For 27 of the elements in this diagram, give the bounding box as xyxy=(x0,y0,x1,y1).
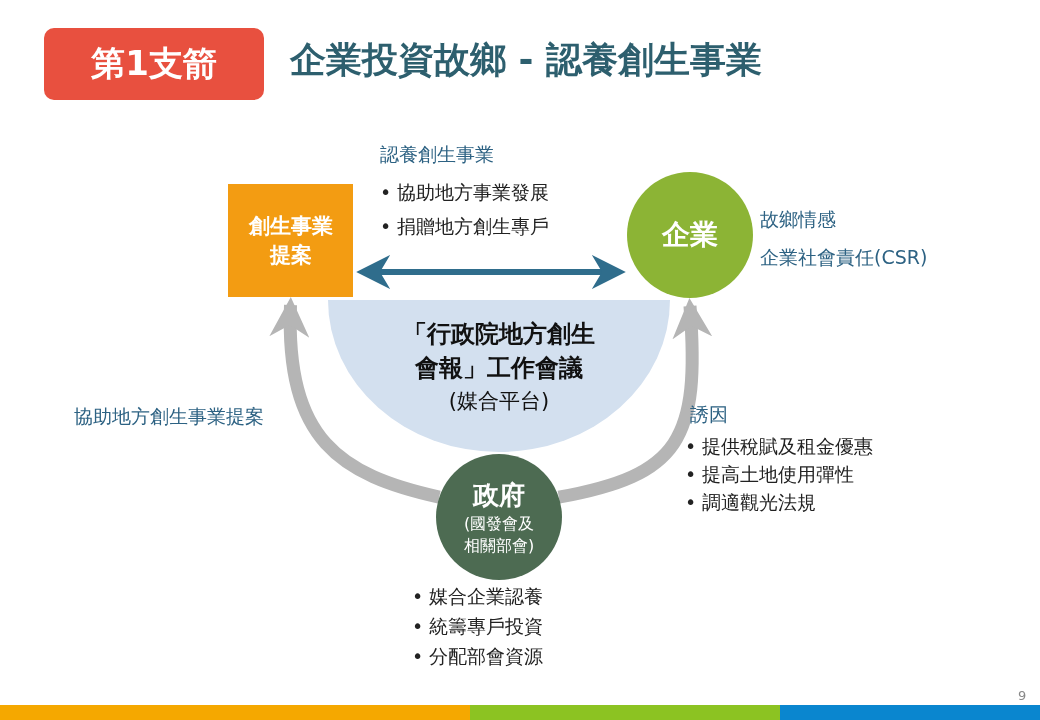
process-box xyxy=(228,184,353,297)
node-note: 企業社會責任(CSR) xyxy=(760,245,928,270)
heading-label: 協助地方創生事業提案 xyxy=(74,404,264,429)
bullet-item: • 媒合企業認養 xyxy=(412,584,544,609)
arrow xyxy=(557,298,712,504)
node-subtitle: (國發會及相關部會) xyxy=(462,512,536,557)
node-note: 故鄉情感 xyxy=(760,207,836,232)
bullet-item: • 協助地方事業發展 xyxy=(380,180,550,205)
bullet-item: • 提供稅賦及租金優惠 xyxy=(685,434,874,459)
node-title: 創生事業提案 xyxy=(247,213,334,269)
bullet-item: • 捐贈地方創生專戶 xyxy=(380,214,550,239)
node-title: 企業 xyxy=(662,217,718,253)
node-title: 政府 xyxy=(473,478,525,512)
node-subtitle: (媒合平台) xyxy=(448,388,550,416)
heading-label: 誘因 xyxy=(690,402,728,427)
bullet-item: • 調適觀光法規 xyxy=(685,490,817,515)
node-title: 「行政院地方創生會報」工作會議 xyxy=(402,319,596,384)
bullet-item: • 提高土地使用彈性 xyxy=(685,462,855,487)
arrow xyxy=(270,297,441,504)
badge xyxy=(44,28,264,100)
node-title: 第1支箭 xyxy=(91,42,217,85)
bullet-item: • 統籌專戶投資 xyxy=(412,614,544,639)
bullet-item: • 分配部會資源 xyxy=(412,644,544,669)
heading-label: 認養創生事業 xyxy=(380,142,494,167)
page-number: 9 xyxy=(1018,688,1027,703)
arrow xyxy=(356,255,626,289)
title: 企業投資故鄉 - 認養創生事業 xyxy=(290,38,762,82)
